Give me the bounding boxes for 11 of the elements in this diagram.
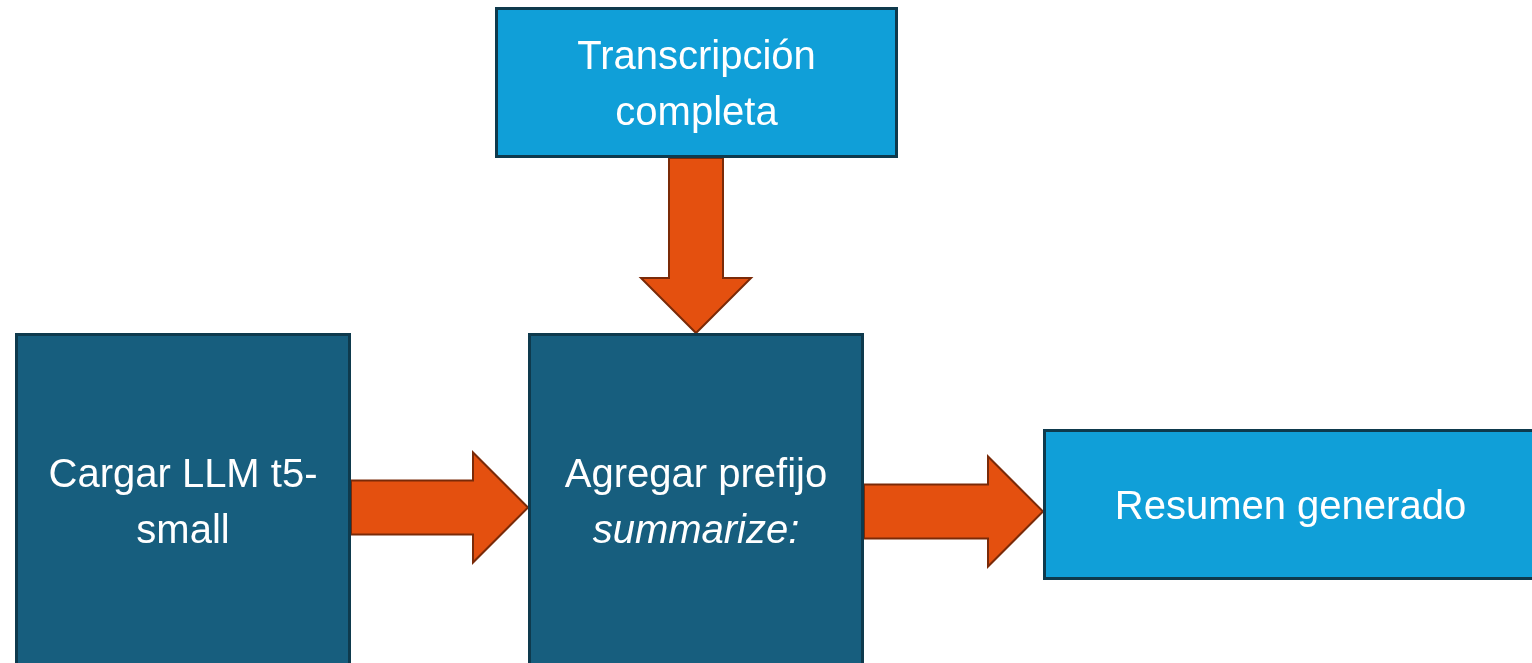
box-label: Cargar LLM t5-small xyxy=(47,449,319,553)
block-arrow xyxy=(863,454,1045,569)
box-label: Transcripción completa xyxy=(576,31,817,135)
process-box xyxy=(495,7,898,158)
block-arrow xyxy=(350,450,530,565)
block-arrow xyxy=(638,157,754,335)
process-box xyxy=(15,333,351,663)
process-box xyxy=(1043,429,1532,580)
process-box xyxy=(528,333,864,663)
box-label: Agregar prefijo summarize: xyxy=(563,449,829,553)
box-label: Resumen generado xyxy=(1114,481,1467,529)
